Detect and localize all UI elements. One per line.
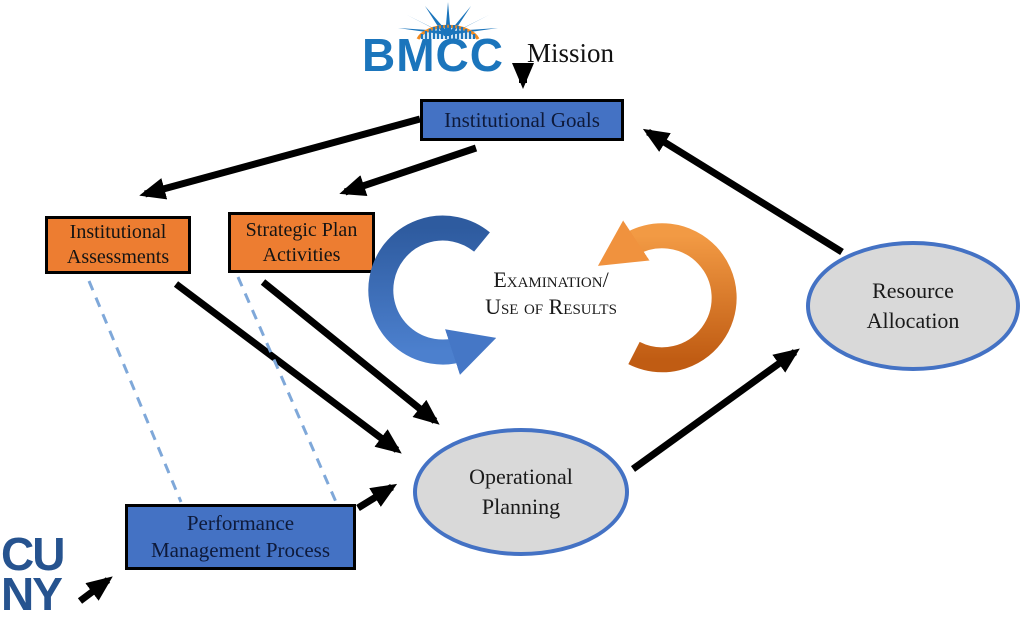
resource-allocation-label: Resource Allocation (866, 278, 960, 333)
operational-planning-label: Operational Planning (469, 464, 573, 519)
strategic-plan-activities-label: Strategic Plan Activities (245, 218, 358, 266)
cuny-logo-line2: NY (1, 568, 63, 620)
bmcc-wordmark: BMCC (362, 29, 504, 81)
examination-use-of-results-label: Examination/ Use of Results (448, 266, 654, 320)
performance-management-process-label: Performance Management Process (150, 511, 331, 562)
cuny-logo-line1: CU (1, 528, 65, 580)
institutional-assessments-box: Institutional Assessments (45, 216, 191, 274)
institutional-goals-label: Institutional Goals (444, 107, 600, 132)
bmcc-crown-icon (398, 2, 498, 40)
cuny-logo: CU NY (1, 528, 65, 620)
arrow-pmp-to-operational (356, 483, 398, 511)
cycle-text-line1: Examination/ (493, 267, 609, 292)
bmcc-logo: BMCC (362, 2, 542, 81)
cycle-text-line2: Use of Results (485, 294, 617, 319)
arrow-goals-to-strategic (339, 144, 478, 197)
arrow-cuny-to-pmp (77, 576, 113, 604)
arrow-strategic-to-operational (260, 279, 440, 425)
resource-allocation-ellipse: Resource Allocation (806, 241, 1020, 371)
performance-management-process-box: Performance Management Process (125, 504, 356, 570)
operational-planning-ellipse: Operational Planning (413, 428, 629, 556)
arrow-operational-to-resource (630, 348, 800, 472)
dashed-assessments-to-pmp (87, 280, 183, 503)
arrow-resource-to-goals (642, 128, 844, 255)
strategic-plan-activities-box: Strategic Plan Activities (228, 212, 375, 273)
arrow-goals-to-assessments (139, 115, 421, 200)
arrow-assessments-to-operational (173, 281, 402, 454)
institutional-goals-box: Institutional Goals (420, 99, 624, 141)
institutional-assessments-label: Institutional Assessments (66, 221, 170, 268)
mission-label: Mission (527, 38, 615, 68)
dashed-strategic-to-pmp (236, 276, 338, 503)
